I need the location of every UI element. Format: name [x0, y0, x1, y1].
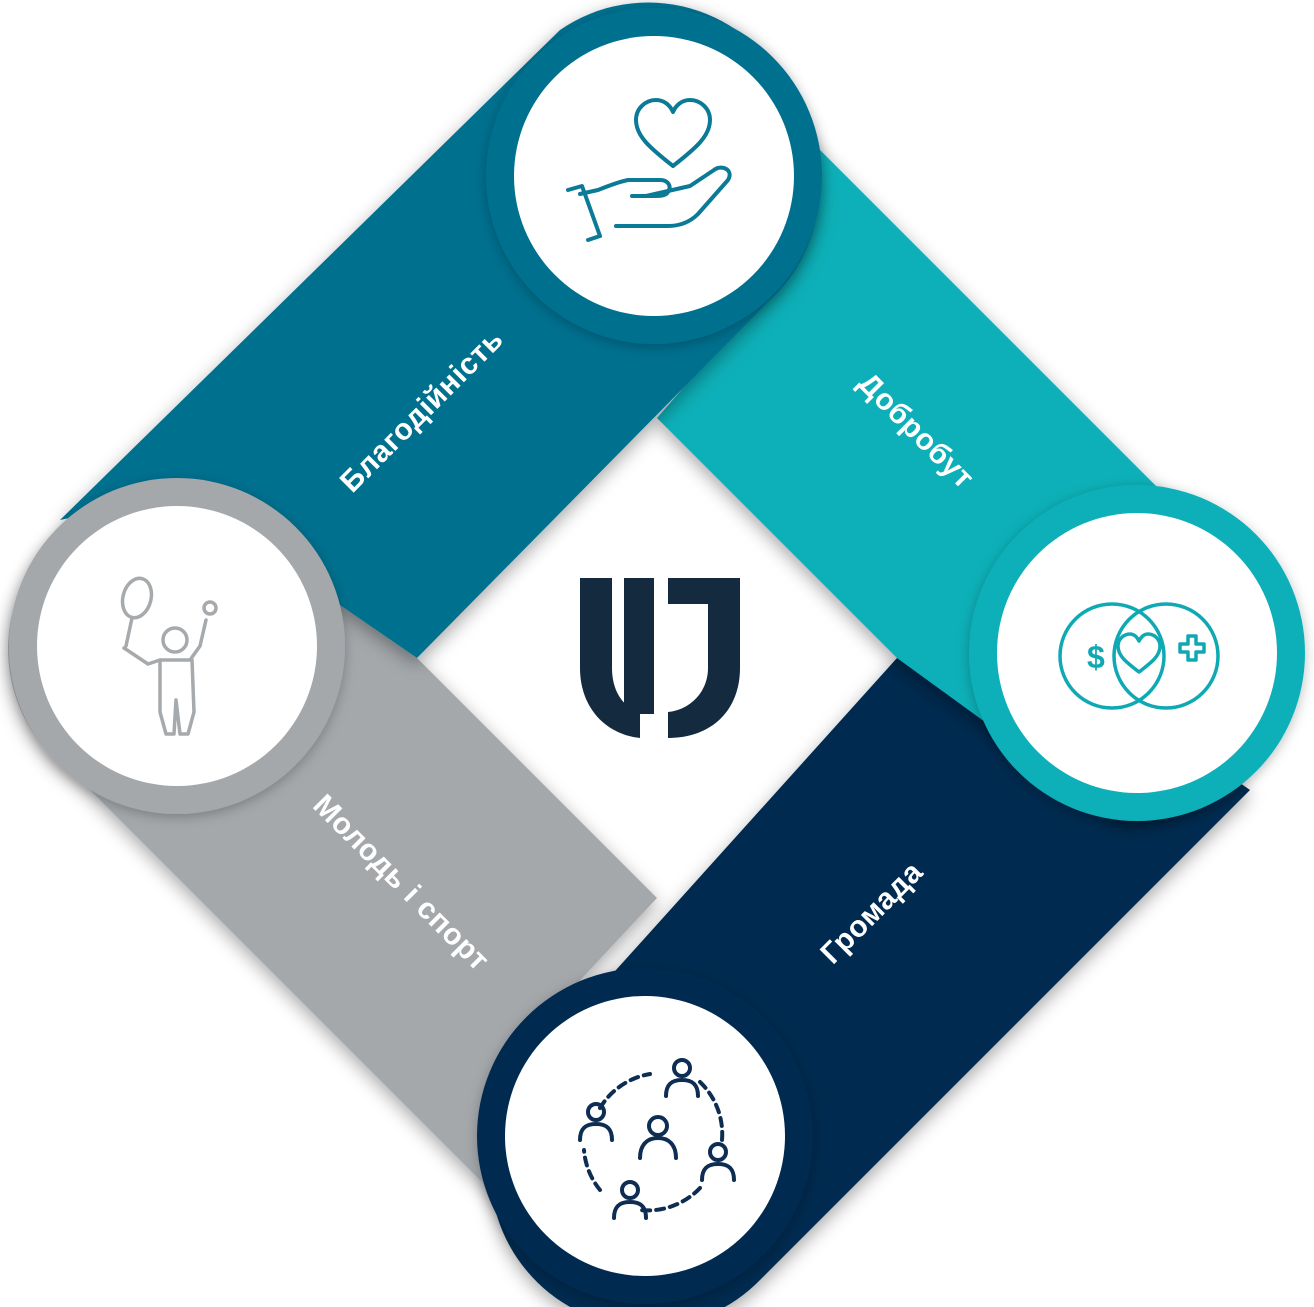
disc-wellbeing[interactable] [997, 513, 1277, 793]
u-logo-icon [580, 578, 740, 738]
disc-charity[interactable] [514, 36, 794, 316]
disc-community[interactable] [505, 996, 785, 1276]
disc-youth[interactable] [37, 506, 317, 786]
svg-text:$: $ [1087, 639, 1105, 675]
heart-in-hand-icon [566, 98, 732, 242]
people-circle-icon [578, 1058, 736, 1220]
tennis-player-icon [120, 576, 218, 736]
dollar-heart-plus-icon: $ [1058, 602, 1220, 710]
